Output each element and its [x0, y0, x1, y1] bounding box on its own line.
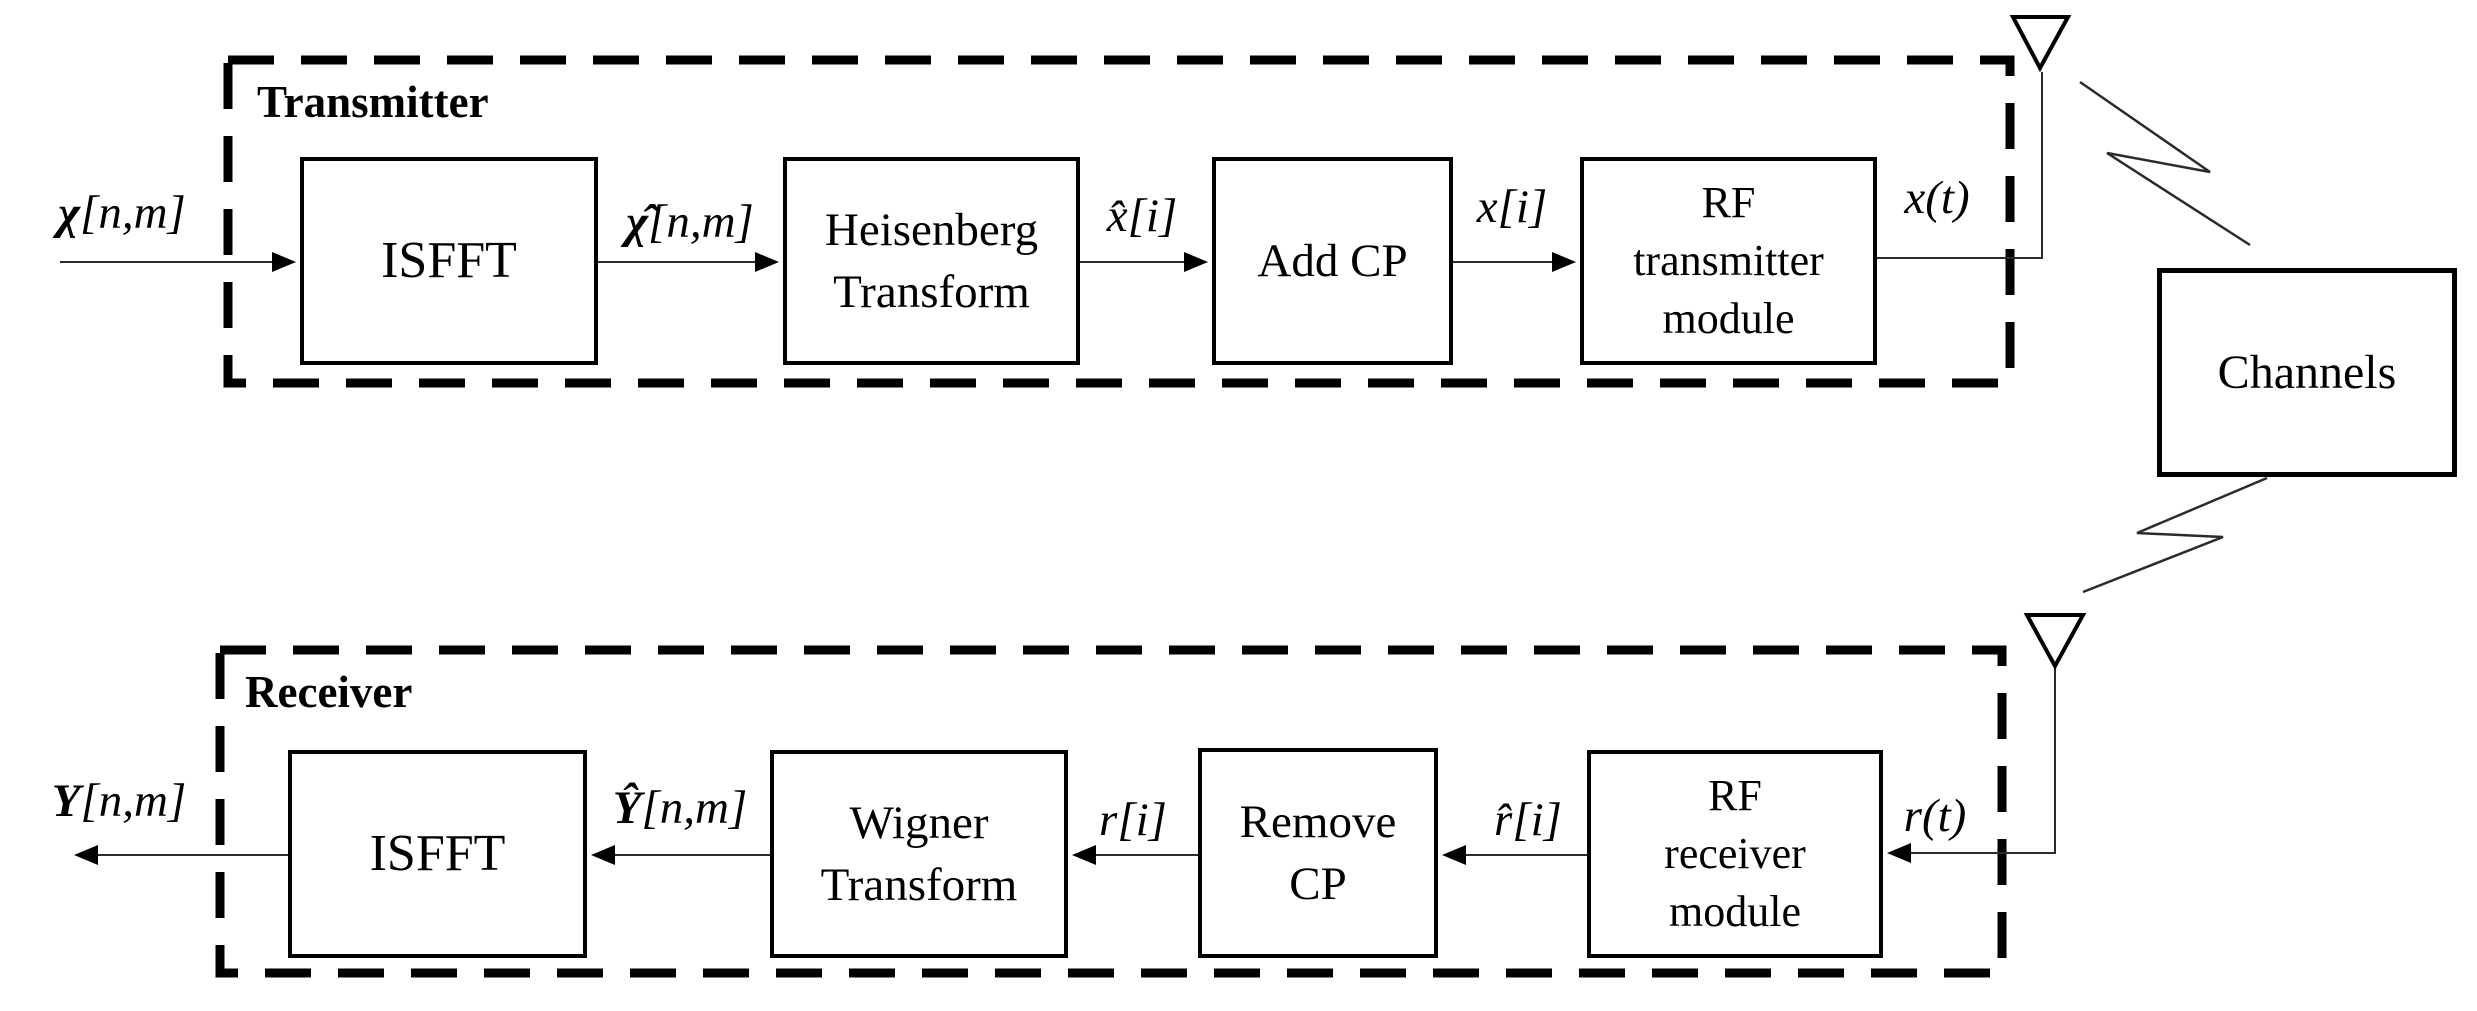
signal-label-rhat-i: r̂[i] [1494, 794, 1562, 846]
tx-isfft-label: ISFFT [381, 231, 517, 289]
transmitter-frame [223, 55, 2015, 388]
antennas [2009, 15, 2087, 671]
signal-label-xhat-i: x̂[i] [1106, 190, 1178, 242]
tx-rf-label-line1: RF [1701, 177, 1756, 227]
wire-rftx-to-antenna [1877, 72, 2043, 259]
signal-label-Y-nm: Y[n,m] [52, 774, 187, 828]
tx-addcp-label: Add CP [1257, 234, 1408, 287]
rx-rf-label-line3: module [1669, 887, 1801, 937]
tx-rf-block: RF transmitter module [1580, 157, 1877, 365]
tx-antenna-icon [2009, 15, 2072, 73]
wireless-link-channel-to-rx [2082, 476, 2268, 594]
signal-label-r-t: r(t) [1903, 790, 1967, 842]
wireless-link-tx-to-channel [2079, 80, 2251, 247]
dashed-frames [215, 55, 2015, 978]
tx-rf-label-line2: transmitter [1633, 235, 1824, 285]
signal-label-r-i: r[i] [1099, 794, 1167, 846]
tx-rf-label-line3: module [1662, 294, 1795, 344]
rx-isfft-label: ISFFT [369, 824, 506, 882]
signal-Y-index: [n,m] [80, 775, 187, 827]
tx-heisenberg-label-line1: Heisenberg [824, 203, 1039, 256]
rx-removecp-label-line1: Remove [1239, 795, 1397, 848]
rx-antenna-icon [2023, 613, 2087, 671]
rx-wigner-block: Wigner Transform [770, 750, 1068, 958]
signal-Y-symbol: Y [51, 775, 81, 827]
signal-label-x-i: x[i] [1476, 181, 1548, 233]
tx-heisenberg-block: Heisenberg Transform [783, 157, 1080, 365]
rx-rf-label-line1: RF [1708, 770, 1762, 820]
signal-Yhat-symbol: Ŷ [612, 782, 642, 834]
channels-label: Channels [2217, 345, 2397, 399]
rx-wigner-label-line1: Wigner [849, 796, 989, 849]
rx-rf-block: RF receiver module [1587, 750, 1883, 958]
rx-removecp-label-line2: CP [1289, 858, 1347, 910]
transmitter-title: Transmitter [257, 77, 489, 127]
signal-chi-symbol: χ [58, 187, 81, 239]
receiver-frame [215, 645, 2007, 978]
tx-heisenberg-label-line2: Transform [833, 266, 1030, 318]
signal-wires [60, 72, 2268, 865]
tx-isfft-block: ISFFT [300, 157, 598, 365]
wire-antenna-to-rfrx [1887, 668, 2056, 863]
rx-rf-label-line2: receiver [1664, 828, 1806, 878]
rx-removecp-block: Remove CP [1198, 748, 1438, 958]
receiver-title: Receiver [245, 667, 413, 717]
signal-Yhat-index: [n,m] [641, 782, 748, 834]
tx-addcp-block: Add CP [1212, 157, 1453, 365]
signal-label-x-t: x(t) [1904, 172, 1970, 224]
rx-wigner-label-line2: Transform [820, 859, 1018, 911]
signal-label-chihat-nm: χ̂[n,m] [626, 195, 754, 249]
signal-label-chi-nm: χ[n,m] [58, 186, 186, 240]
signal-chihat-index: [n,m] [648, 196, 754, 248]
signal-chihat-symbol: χ̂ [626, 196, 649, 248]
channels-block: Channels [2157, 268, 2457, 477]
rx-isfft-block: ISFFT [288, 750, 587, 958]
signal-chi-index: [n,m] [80, 187, 186, 239]
signal-label-Yhat-nm: Ŷ[n,m] [613, 781, 748, 835]
